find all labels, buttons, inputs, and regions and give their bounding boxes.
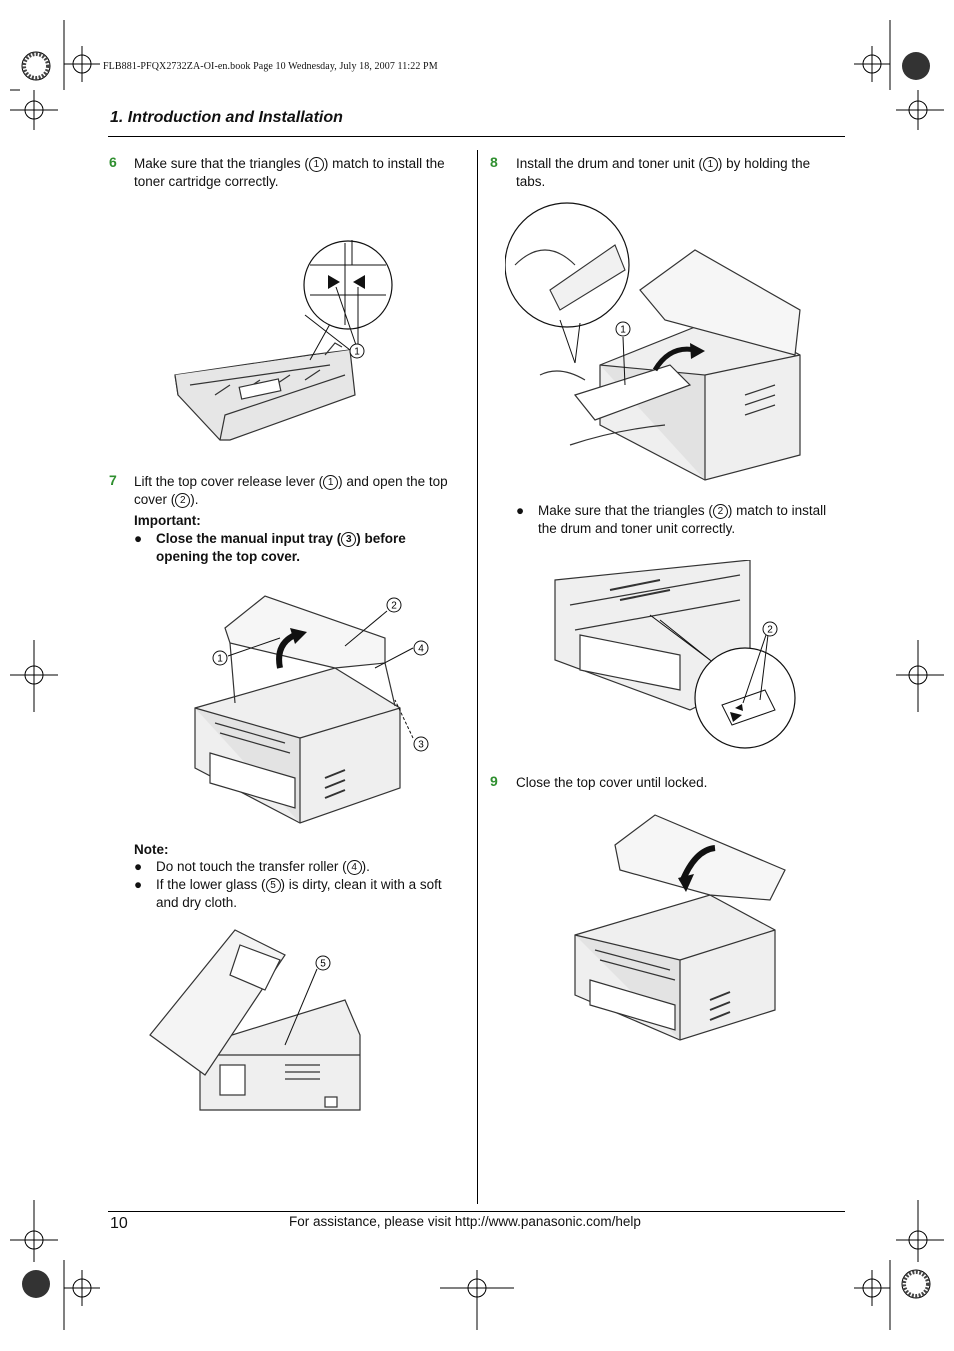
step-8-bullet: ●Make sure that the triangles (2) match …: [516, 503, 827, 536]
figure-label: 2: [767, 625, 773, 636]
figure-label: 4: [418, 644, 424, 655]
figure-label: 1: [217, 654, 223, 665]
step-6-text: Make sure that the triangles (1) match t…: [134, 156, 445, 189]
color-target-icon: [21, 51, 931, 1299]
print-header: FLB881-PFQX2732ZA-OI-en.book Page 10 Wed…: [103, 61, 438, 72]
figure-label: 2: [391, 601, 397, 612]
page-number: 10: [110, 1215, 128, 1232]
note-label: Note:: [134, 842, 169, 857]
printer-open-cover-illustration: 1 2 3 4: [194, 595, 429, 824]
triangle-alignment-illustration: 2: [554, 560, 796, 749]
printer-lower-glass-illustration: 5: [149, 929, 361, 1111]
step-8-number: 8: [490, 154, 498, 170]
note-bullets: ●Do not touch the transfer roller (4). ●…: [134, 859, 442, 910]
figure-label: 1: [354, 347, 360, 358]
drum-toner-install-illustration: 1: [505, 202, 801, 481]
step-9-text: Close the top cover until locked.: [516, 775, 708, 790]
step-6-number: 6: [109, 154, 117, 170]
ref-circle: 1: [308, 157, 324, 172]
figure-label: 5: [320, 959, 326, 970]
footer-rule: [108, 1211, 845, 1212]
important-label: Important:: [134, 513, 201, 528]
step-7-text: Lift the top cover release lever (1) and…: [134, 474, 448, 508]
printer-close-cover-illustration: [574, 814, 786, 1041]
figure-label: 1: [620, 325, 626, 336]
toner-cartridge-illustration: 1: [174, 240, 393, 441]
header-rule: [108, 136, 845, 137]
step-9-number: 9: [490, 773, 498, 789]
step-7-number: 7: [109, 472, 117, 488]
footer-help-text: For assistance, please visit http://www.…: [289, 1214, 641, 1229]
figure-label: 3: [418, 740, 424, 751]
step-8-text: Install the drum and toner unit (1) by h…: [516, 156, 811, 189]
section-title: 1. Introduction and Installation: [110, 109, 343, 126]
column-divider: [477, 150, 478, 1204]
crosshair-icon: [10, 46, 944, 1330]
